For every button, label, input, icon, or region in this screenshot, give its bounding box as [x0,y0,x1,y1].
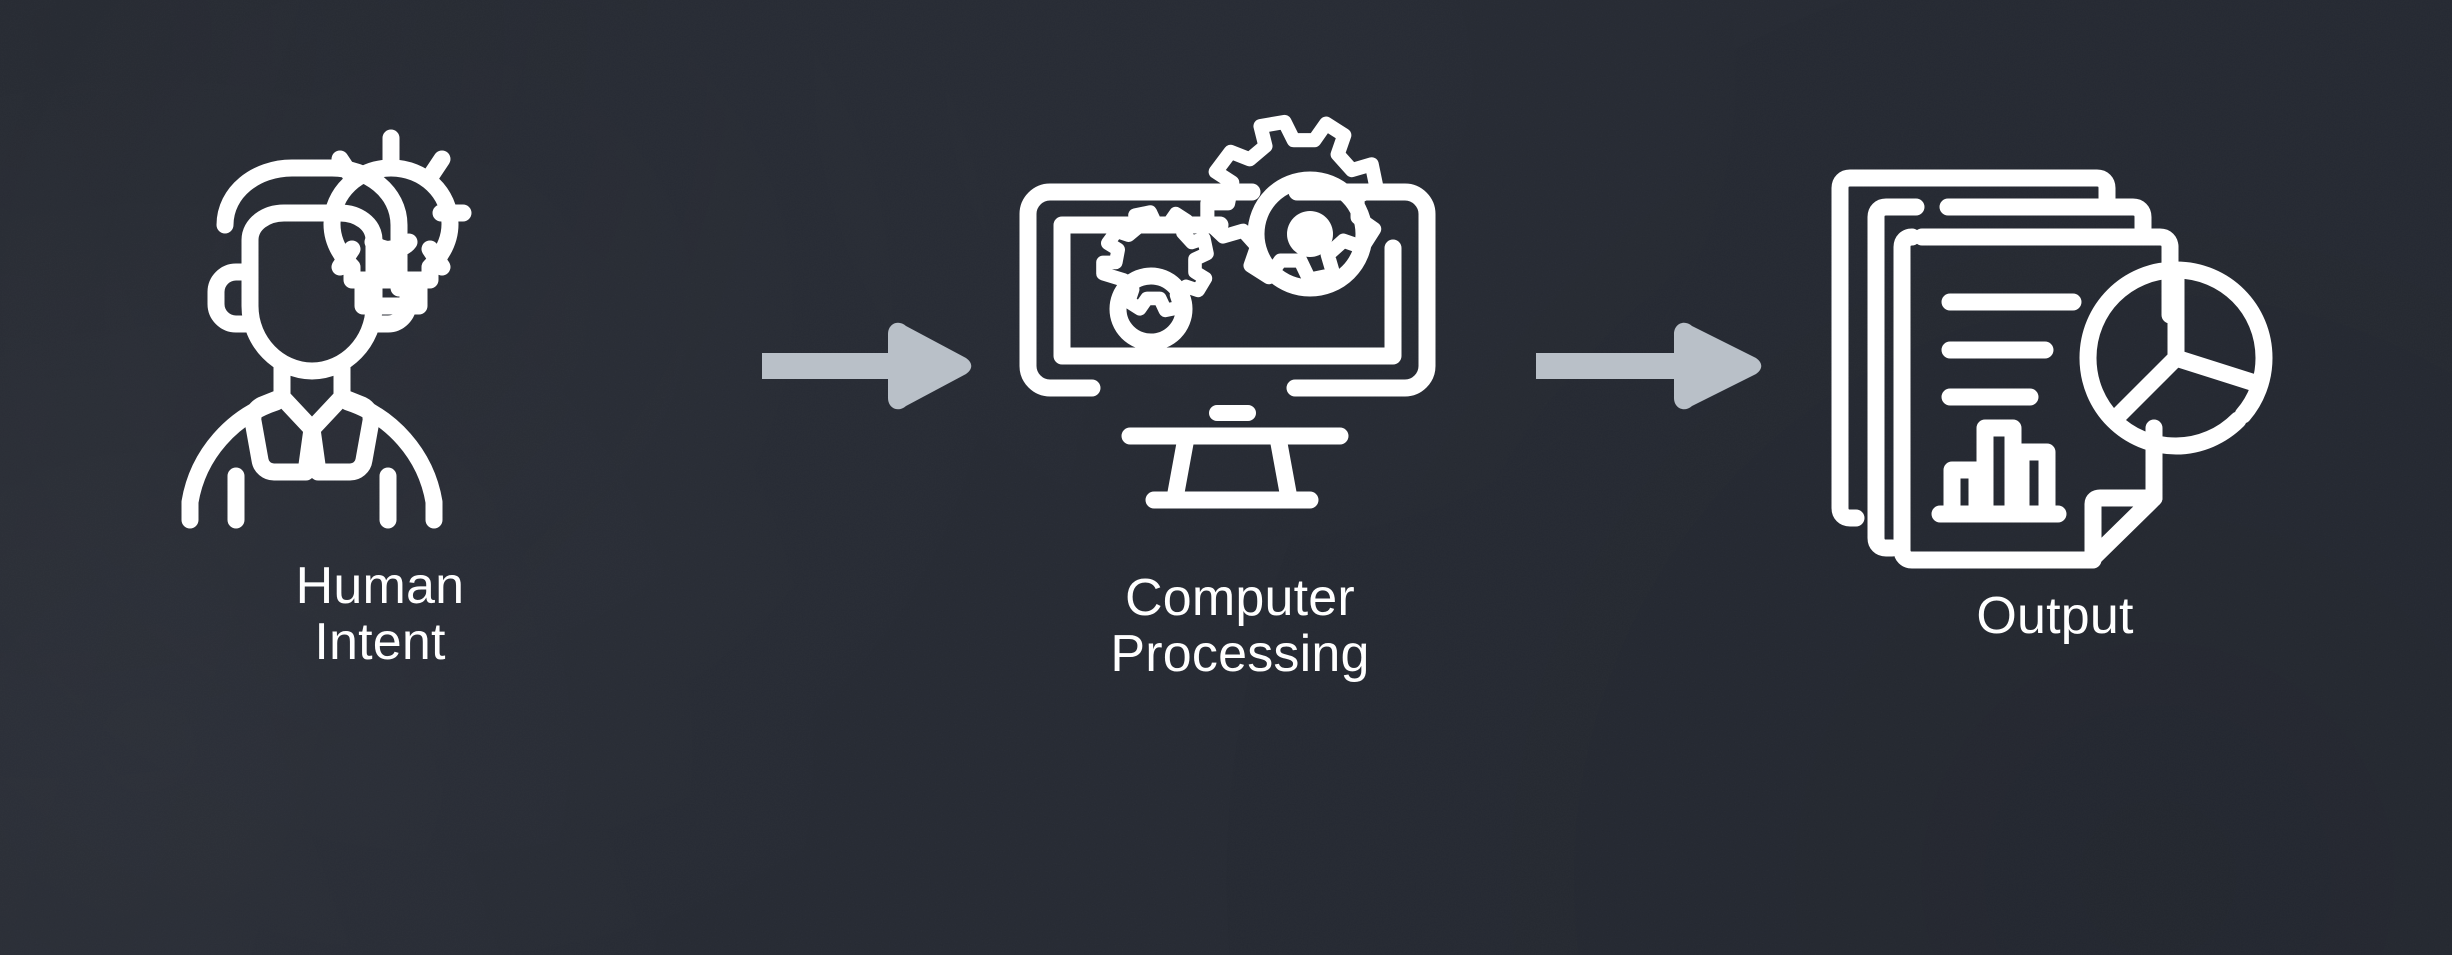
person-with-lightbulb-icon [180,120,580,529]
documents-with-charts-icon [1830,130,2280,569]
person-right-ear-icon [365,263,417,333]
bar-chart-icon [1931,419,2067,523]
person-hairline-icon [241,204,383,280]
person-hair-icon [216,159,408,297]
person-shoulders-icon [181,393,285,529]
monitor-outer-icon [1286,183,1436,397]
arrow-2 [1536,322,1766,410]
stage-computer-processing: Computer Processing [1000,114,1480,684]
large-gear-icon [1200,114,1384,297]
person-left-ear-icon [207,263,259,333]
stage-output: Output [1820,130,2290,644]
document-mid-sheet-icon [1867,198,1925,557]
monitor-stand-neck-icon [1166,429,1195,507]
person-shoulders-right-icon [339,393,443,529]
monitor-outer-left-icon [1019,183,1261,397]
monitor-stand-neck-right-icon [1269,429,1298,507]
small-gear-icon [1096,205,1214,351]
stage-label-output: Output [1976,587,2134,645]
right-arrow-shape [1536,322,1762,410]
monitor-with-gears-icon [1019,114,1460,540]
document-back-sheet-top-icon [1913,169,2116,207]
document-mid-sheet-top-icon [1939,198,2152,237]
document-front-sheet-icon [1913,228,2179,324]
document-front-sheet-body-icon [1893,228,2163,569]
document-back-sheet-icon [1831,169,1931,527]
monitor-indicator-icon [1209,405,1256,421]
stage-label-computer-processing: Computer Processing [1110,569,1370,684]
right-arrow-shape [762,322,972,410]
stage-label-human-intent: Human Intent [295,557,465,672]
stage-human-intent: Human Intent [180,120,580,670]
document-fold-corner-icon [2084,489,2163,569]
pie-chart-icon [2079,261,2273,455]
arrow-1 [762,322,972,410]
